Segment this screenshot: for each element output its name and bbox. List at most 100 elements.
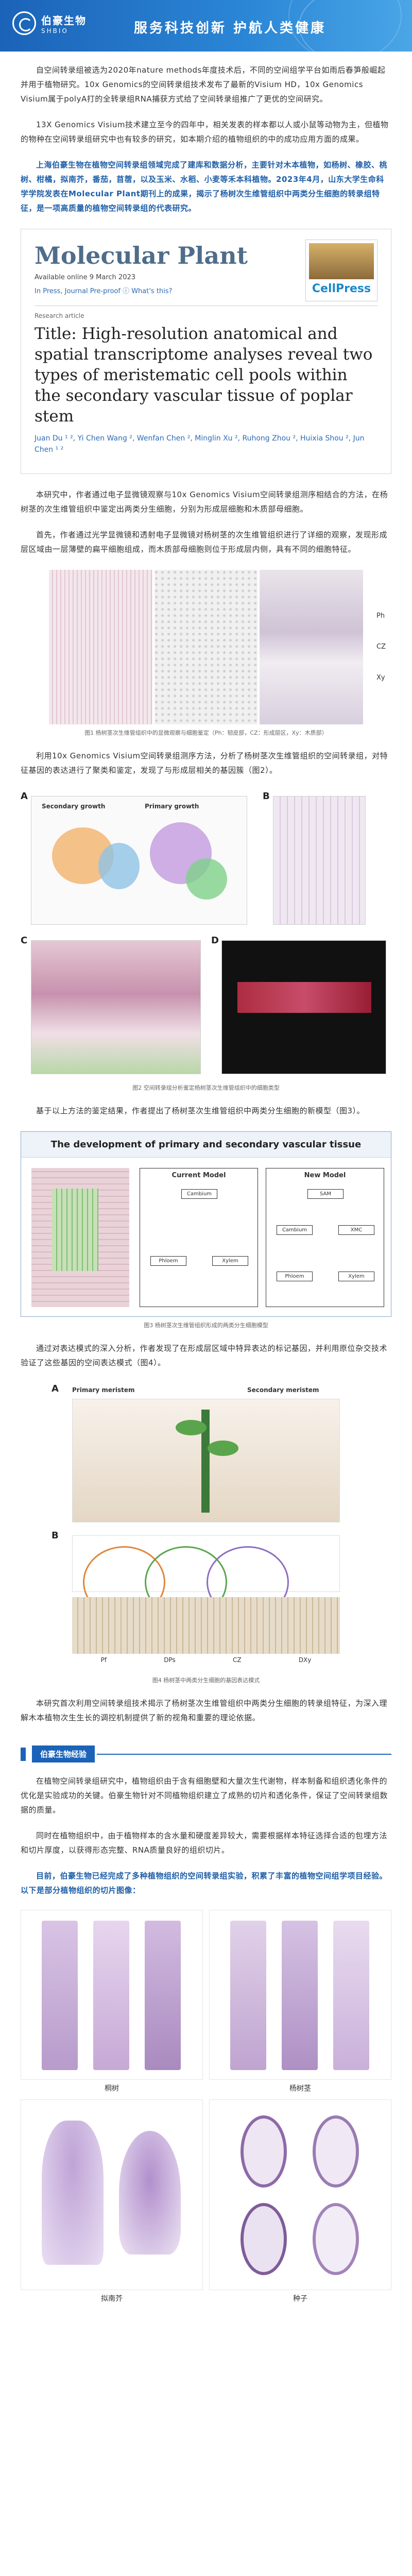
body-paragraph: 基于以上方法的鉴定结果，作者提出了杨树茎次生维管组织中两类分生细胞的新模型（图3… <box>36 1106 365 1115</box>
journal-name: Molecular Plant <box>35 242 248 269</box>
publisher-name: CellPress <box>312 282 371 295</box>
section-strip <box>145 1921 181 2070</box>
logo-icon <box>12 11 36 35</box>
umap-title: Secondary growth <box>42 803 106 810</box>
cell-box: Phloem <box>150 1256 186 1266</box>
zone-label: CZ <box>233 1656 242 1664</box>
figure-1: Ph CZ Xy <box>49 570 386 724</box>
body-paragraph: 在植物空间转录组研究中，植物组织由于含有细胞壁和大量次生代谢物，样本制备和组织透… <box>21 1776 388 1815</box>
author-list[interactable]: Juan Du ¹ ², Yi Chen Wang ², Wenfan Chen… <box>35 434 365 454</box>
plant-section <box>119 2131 181 2255</box>
brand-logo[interactable]: 伯豪生物 SHBIO <box>12 11 87 35</box>
body-paragraph: 本研究中，作者通过电子显微镜观察与10x Genomics Visium空间转录… <box>21 490 388 514</box>
gallery-item[interactable]: 种子 <box>209 2099 391 2303</box>
sample-image <box>209 2099 391 2290</box>
gallery-item[interactable]: 桐树 <box>21 1910 203 2093</box>
slogan: 服务科技创新 护航人类健康 <box>134 21 327 36</box>
section-strip <box>93 1921 129 2070</box>
zone-labels: Pf DPs CZ DXy <box>72 1656 340 1664</box>
highlight-paragraph: 上海伯豪生物在植物空间转录组领域完成了建库和数据分析，主要针对木本植物，如杨树、… <box>21 160 388 213</box>
section-title: 伯豪生物经验 <box>32 1745 95 1762</box>
cell-box: SAM <box>307 1189 344 1199</box>
tissue-label: Ph <box>376 612 385 620</box>
cluster-blob <box>186 858 227 900</box>
logo-cn-text: 伯豪生物 <box>41 14 87 27</box>
seed-section <box>313 2115 359 2188</box>
panel-label: D <box>211 935 219 946</box>
leaf-drawing <box>176 1420 207 1435</box>
section-strip <box>333 1921 369 2070</box>
cell-box: Xylem <box>212 1256 248 1266</box>
journal-cover <box>309 243 374 279</box>
seed-section <box>241 2203 287 2275</box>
cell-box: Xylem <box>338 1272 374 1281</box>
micrograph-panel <box>49 570 152 724</box>
plant-diagram <box>72 1399 340 1522</box>
signal-band <box>237 982 371 1013</box>
panel-label: A <box>52 1383 59 1394</box>
cell-box: Phloem <box>277 1272 313 1281</box>
body-paragraph: 首先，作者通过光学显微镜和透射电子显微镜对杨树茎的次生维管组织进行了详细的观察，… <box>21 530 388 554</box>
micrograph-panel <box>260 570 364 724</box>
section-bar <box>21 1747 26 1761</box>
tissue-label: CZ <box>376 643 386 651</box>
tissue-labels: Ph CZ Xy <box>376 601 386 693</box>
umap-title: Primary growth <box>145 803 199 810</box>
journal-available: Available online 9 March 2023 <box>35 274 136 281</box>
figure-header: The development of primary and secondary… <box>21 1132 391 1158</box>
intro-paragraph: 13X Genomics Visium技术建立至今的四年中，相关发表的样本都以人… <box>21 120 389 144</box>
journal-links[interactable]: In Press, Journal Pre-proof ⓘ What's thi… <box>35 287 173 295</box>
section-image <box>273 796 366 925</box>
figure-caption: 图4 杨树茎中两类分生细胞的基因表达模式 <box>152 1677 260 1684</box>
body-paragraph: 同时在植物组织中，由于植物样本的含水量和硬度差异较大，需要根据样本特征选择合适的… <box>21 1831 388 1855</box>
expression-curves <box>72 1535 340 1618</box>
cell-box: XMC <box>338 1225 374 1235</box>
body-paragraph: 利用10x Genomics Visium空间转录组测序方法，分析了杨树茎次生维… <box>21 751 388 775</box>
sample-label: 种子 <box>293 2295 307 2303</box>
figure-caption: 图2 空间转录组分析鉴定杨树茎次生维管组织中的细胞类型 <box>132 1084 280 1091</box>
panel-label: A <box>21 791 28 802</box>
panel-header: Secondary meristem <box>247 1386 319 1394</box>
sample-gallery: 桐树 杨树茎 拟南芥 种子 <box>21 1910 391 2303</box>
figure-3: The development of primary and secondary… <box>21 1131 391 1317</box>
micrograph-panel <box>154 570 258 724</box>
publisher-logo: CellPress <box>305 240 377 301</box>
article-body: 自空间转录组被选为2020年nature methods年度技术后，不同的空间组… <box>0 63 412 2303</box>
gallery-item[interactable]: 杨树茎 <box>209 1910 391 2093</box>
panel-label: B <box>52 1530 59 1541</box>
umap-plot: Secondary growth Primary growth <box>31 796 247 925</box>
tissue-label: Xy <box>376 674 385 682</box>
new-model: New Model SAM Cambium XMC Phloem Xylem <box>266 1168 384 1307</box>
section-strip <box>282 1921 318 2070</box>
figure-caption: 图1 杨树茎次生维管组织中的显微观察与细胞鉴定（Ph：韧皮部，CZ：形成层区，X… <box>84 730 328 736</box>
paper-title: Title: High-resolution anatomical and sp… <box>35 325 373 426</box>
cell-box: Cambium <box>181 1189 217 1199</box>
section-strip <box>42 1921 78 2070</box>
header-banner: 伯豪生物 SHBIO 服务科技创新 护航人类健康 <box>0 0 412 52</box>
section-header: 伯豪生物经验 <box>21 1745 391 1762</box>
tissue-section <box>72 1597 340 1654</box>
cell-box: Cambium <box>277 1225 313 1235</box>
figure-2: A Secondary growth Primary growth B C D <box>21 791 391 1079</box>
journal-card[interactable]: Molecular Plant Available online 9 March… <box>21 229 391 474</box>
fluorescence-image <box>221 940 386 1074</box>
article-type: Research article <box>35 312 84 319</box>
zone-label: DXy <box>298 1656 312 1664</box>
intro-paragraph: 自空间转录组被选为2020年nature methods年度技术后，不同的空间组… <box>21 65 386 104</box>
zone-label: Pf <box>100 1656 107 1664</box>
highlight-paragraph: 目前，伯豪生物已经完成了多种植物组织的空间转录组实验，积累了丰富的植物空间组学项… <box>21 1871 388 1895</box>
sample-image <box>209 1910 391 2080</box>
body-paragraph: 通过对表达模式的深入分析，作者发现了在形成层区域中特异表达的标记基因，并利用原位… <box>21 1344 388 1367</box>
sample-image <box>21 2099 203 2290</box>
model-title: Current Model <box>171 1172 226 1179</box>
gallery-item[interactable]: 拟南芥 <box>21 2099 203 2303</box>
stem-drawing <box>201 1410 210 1513</box>
current-model: Current Model Cambium Phloem Xylem <box>140 1168 258 1307</box>
leaf-drawing <box>208 1440 238 1456</box>
seed-section <box>241 2115 287 2188</box>
zone-label: DPs <box>164 1656 176 1664</box>
panel-label: C <box>21 935 28 946</box>
sample-label: 拟南芥 <box>101 2295 123 2303</box>
model-title: New Model <box>304 1172 346 1179</box>
tissue-diagram <box>31 1168 129 1307</box>
